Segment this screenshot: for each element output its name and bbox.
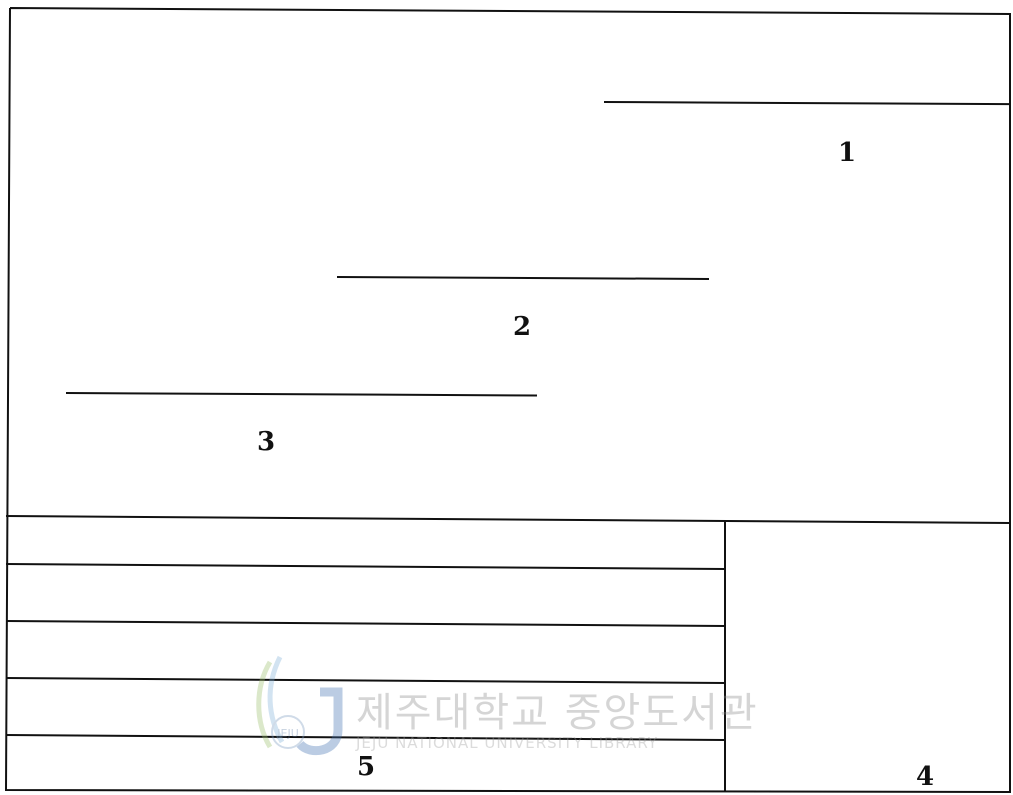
label-1: 1 [838,138,857,168]
label-4: 4 [916,762,935,792]
label-3: 3 [257,427,276,457]
label-2: 2 [513,312,532,342]
label-5: 5 [357,752,376,782]
table-divider [724,520,726,792]
